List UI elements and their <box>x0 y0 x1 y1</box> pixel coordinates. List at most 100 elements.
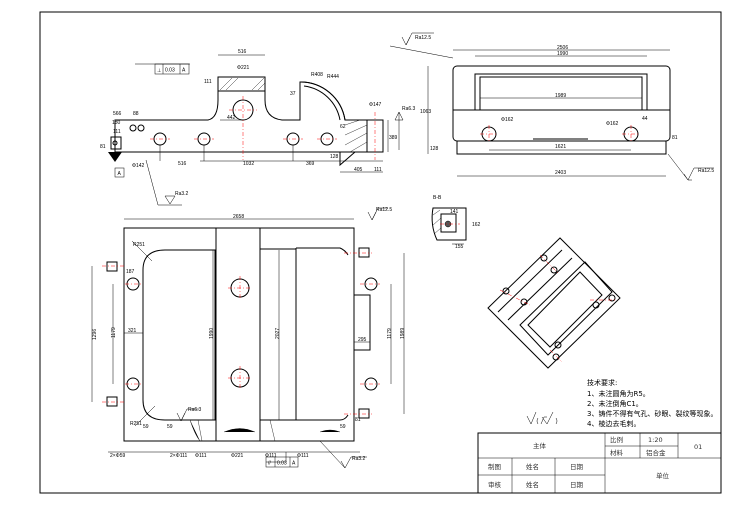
drawing-frame <box>39 11 722 494</box>
dim-label: 155 <box>455 244 464 250</box>
dim-label: 295 <box>358 337 367 343</box>
note-item: 1、未注圆角为R5。 <box>587 389 650 398</box>
drawn-date: 日期 <box>570 463 584 471</box>
dim-label: 1990 <box>557 51 568 57</box>
unit-label: 单位 <box>656 471 670 480</box>
front-view: ⊥ 0.03 A A 516 Φ221 111 R408 R444 37 Φ14… <box>100 49 416 206</box>
dim-label: 111 <box>374 167 382 173</box>
dim-label: 128 <box>330 154 339 160</box>
plan-tolerance-value: 0.03 <box>277 461 287 467</box>
dim-label: 2027 <box>275 328 281 339</box>
dim-label: 37 <box>290 91 296 97</box>
dim-label: 81 <box>672 135 678 141</box>
roughness-label: Ra3.2 <box>175 191 189 197</box>
dim-label: 566 <box>113 111 122 117</box>
roughness-label: Ra12.5 <box>376 207 392 213</box>
dim-label: Φ111 <box>265 453 277 459</box>
dim-label: 1063 <box>420 109 431 115</box>
dim-label: 1989 <box>400 328 406 339</box>
dim-label: 59 <box>167 424 173 430</box>
isometric-view <box>487 237 621 369</box>
dim-label: 141 <box>450 209 459 215</box>
dim-label: 111 <box>113 129 121 135</box>
dim-label: 516 <box>238 49 247 55</box>
roughness-label: Ra3.2 <box>352 456 366 462</box>
roughness-symbol <box>526 411 558 425</box>
dim-label: R408 <box>311 72 323 78</box>
technical-requirements: 技术要求: 1、未注圆角为R5。 2、未注倒角C1。 3、铸件不得有气孔、砂眼、… <box>526 378 717 428</box>
checked-date: 日期 <box>570 481 584 489</box>
title-block: 主体 比例 1:20 材料 铝合金 01 制图 审核 姓名 姓名 日期 日期 单… <box>477 432 722 494</box>
dim-label: 1296 <box>92 329 98 340</box>
dim-label: Φ111 <box>195 453 207 459</box>
material-label: 材料 <box>610 448 624 457</box>
note-item: 2、未注倒角C1。 <box>587 399 643 408</box>
dim-label: 62 <box>340 124 346 130</box>
dim-label: 1179 <box>111 327 117 338</box>
dim-label: Φ221 <box>237 65 250 71</box>
dim-label: 1621 <box>555 144 566 150</box>
dim-label: 1989 <box>555 93 566 99</box>
dim-label: 389 <box>389 135 398 141</box>
plan-view: // 0.03 A 2658 Ra12.5 R251 187 1296 1179… <box>91 207 406 469</box>
dim-label: 2×Φ59 <box>110 453 125 459</box>
dim-label: R444 <box>327 74 339 80</box>
dim-label: 2658 <box>233 214 244 220</box>
front-tolerance-datum: A <box>182 68 186 74</box>
dim-label: R251 <box>130 421 142 427</box>
roughness-label: Ra6.3 <box>188 407 202 413</box>
dim-label: 405 <box>354 167 363 173</box>
dim-label: 162 <box>472 222 481 228</box>
section-title: B-B <box>433 195 442 201</box>
dim-label: Φ162 <box>501 117 514 123</box>
dim-label: Φ147 <box>369 102 382 108</box>
note-item: 4、棱边去毛刺。 <box>587 419 640 428</box>
dim-label: 1032 <box>243 161 254 167</box>
checked-label: 审核 <box>488 480 502 489</box>
plan-tolerance-datum: A <box>292 461 296 467</box>
dim-label: 516 <box>178 161 187 167</box>
dim-label: 59 <box>340 424 346 430</box>
drawing-number: 01 <box>694 443 702 451</box>
section-b-b: B-B 141 162 155 <box>431 195 481 250</box>
dim-label: 59 <box>143 424 149 430</box>
dim-label: Ra6.3 <box>402 106 416 112</box>
dim-label: 321 <box>128 328 137 334</box>
dim-label: 111 <box>204 79 212 85</box>
scale-value: 1:20 <box>648 436 663 444</box>
front-tolerance-value: 0.03 <box>165 68 175 74</box>
front-tolerance-symbol: ⊥ <box>157 68 161 74</box>
dim-label: Φ111 <box>297 453 309 459</box>
dim-label: 128 <box>430 146 439 152</box>
front-datum-label: A <box>118 171 122 177</box>
dim-label: 81 <box>100 144 106 150</box>
material-value: 铝合金 <box>646 448 666 457</box>
dim-label: Φ221 <box>231 453 244 459</box>
drawn-name: 姓名 <box>526 462 539 471</box>
dim-label: Φ162 <box>606 121 619 127</box>
dim-label: 187 <box>126 269 135 275</box>
drawn-label: 制图 <box>488 462 501 471</box>
note-item: 3、铸件不得有气孔、砂眼、裂纹等现象。 <box>587 409 717 418</box>
dim-label: 81 <box>355 417 361 423</box>
dim-label: 180 <box>112 120 121 126</box>
dim-label: 44 <box>642 116 648 122</box>
dim-label: Φ142 <box>132 163 145 169</box>
roughness-label: Ra12.5 <box>698 168 714 174</box>
part-name: 主体 <box>533 441 547 450</box>
dim-label: 2×Φ111 <box>170 453 188 459</box>
plan-tolerance-symbol: // <box>268 461 271 467</box>
dim-label: 442 <box>227 115 236 121</box>
dim-label: R251 <box>133 242 145 248</box>
dim-label: 369 <box>306 161 315 167</box>
roughness-label: Ra12.5 <box>415 35 431 41</box>
side-view: Ra12.5 2506 1990 1989 1063 Φ162 Φ162 44 … <box>389 32 714 181</box>
dim-label: 88 <box>133 111 139 117</box>
dim-label: 1990 <box>209 328 215 339</box>
dim-label: 2403 <box>555 170 566 176</box>
notes-title: 技术要求: <box>587 378 617 387</box>
dim-label: 1179 <box>387 328 393 339</box>
checked-name: 姓名 <box>526 480 539 489</box>
dim-label: 2506 <box>557 45 568 51</box>
